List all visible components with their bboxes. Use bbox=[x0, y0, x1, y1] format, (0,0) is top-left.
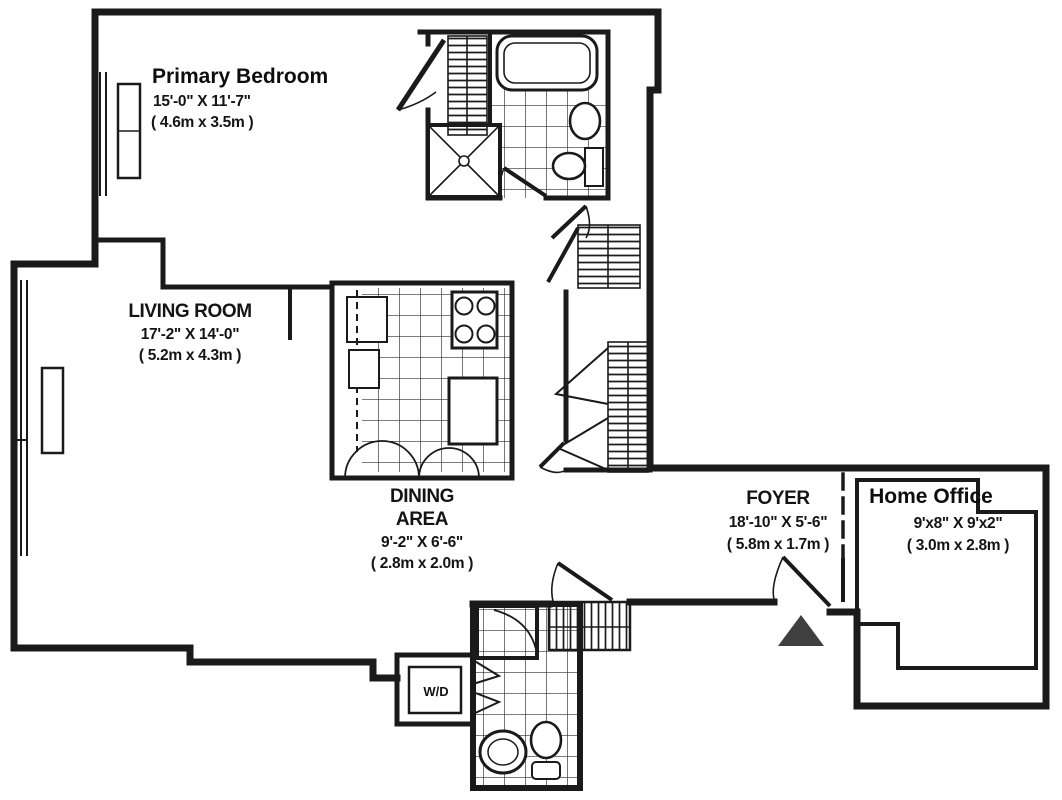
living-room-window bbox=[14, 280, 28, 556]
walk-in-closet bbox=[447, 35, 488, 136]
dining-area-dim-m: ( 2.8m x 2.0m ) bbox=[371, 555, 473, 572]
home-office-inner-walls bbox=[855, 478, 1038, 670]
room-labels: Primary Bedroom 15'-0" X 11'-7" ( 4.6m x… bbox=[128, 65, 1009, 699]
burner bbox=[454, 296, 474, 316]
refrigerator bbox=[447, 376, 499, 446]
kitchen-sink bbox=[348, 349, 380, 389]
bathroom2-fixtures bbox=[472, 604, 563, 780]
dining-area-name2: AREA bbox=[396, 509, 449, 530]
primary-bedroom-name: Primary Bedroom bbox=[152, 65, 328, 88]
bathroom1-fixtures bbox=[426, 34, 604, 199]
hall-foyer-door bbox=[538, 441, 567, 474]
bathtub bbox=[495, 34, 599, 92]
entry-marker-triangle bbox=[778, 615, 824, 646]
shower2-door-arc bbox=[493, 609, 538, 655]
windows bbox=[14, 72, 142, 556]
outer-wall-top-right bbox=[91, 8, 1050, 710]
closet-bifold-door bbox=[553, 347, 609, 405]
bedroom-window bbox=[99, 72, 107, 196]
hall-closet-upper-door bbox=[546, 227, 580, 283]
home-office-label: Home Office 9'x8" X 9'x2" ( 3.0m x 2.8m … bbox=[869, 485, 1009, 554]
dining-area-name1: DINING bbox=[390, 486, 454, 507]
hall-closet-upper bbox=[577, 224, 641, 289]
shower-stall bbox=[426, 123, 502, 199]
living-room-column bbox=[40, 366, 65, 455]
outer-walls bbox=[10, 8, 1050, 710]
foyer-dim-m: ( 5.8m x 1.7m ) bbox=[727, 536, 829, 553]
foyer-name: FOYER bbox=[746, 488, 810, 509]
outer-wall-left-bottom bbox=[10, 8, 401, 682]
foyer-dim-ft: 18'-10" X 5'-6" bbox=[729, 514, 828, 531]
laundry-closet-walls bbox=[394, 652, 476, 727]
foyer-closet-door bbox=[551, 561, 614, 602]
bathroom2-toilet bbox=[529, 720, 563, 780]
primary-bedroom-dim-ft: 15'-0" X 11'-7" bbox=[153, 93, 251, 110]
washer-dryer-label: W/D bbox=[423, 684, 448, 699]
kitchen-walls bbox=[329, 280, 515, 481]
bedroom-wardrobe bbox=[116, 82, 142, 180]
foyer-label: FOYER 18'-10" X 5'-6" ( 5.8m x 1.7m ) bbox=[727, 488, 830, 553]
kitchen-fixtures bbox=[346, 290, 499, 452]
closets bbox=[447, 35, 649, 652]
kitchen-swing-doors bbox=[344, 440, 480, 479]
bedroom-closet-door bbox=[395, 38, 447, 112]
burner bbox=[476, 324, 496, 344]
burner bbox=[476, 296, 496, 316]
dining-area-label: DINING AREA 9'-2" X 6'-6" ( 2.8m x 2.0m … bbox=[371, 486, 474, 572]
shower2 bbox=[475, 604, 539, 660]
dining-area-dim-ft: 9'-2" X 6'-6" bbox=[381, 534, 463, 551]
bedroom-livingroom-wall bbox=[92, 237, 335, 290]
entry-door bbox=[772, 555, 832, 608]
bathroom2-sink bbox=[478, 729, 528, 775]
kitchen-counter bbox=[346, 296, 388, 343]
bedroom-hall-door bbox=[550, 204, 591, 240]
home-office-dim-m: ( 3.0m x 2.8m ) bbox=[907, 537, 1009, 554]
living-room-label: LIVING ROOM 17'-2" X 14'-0" ( 5.2m x 4.3… bbox=[128, 301, 252, 364]
home-office-name: Home Office bbox=[869, 485, 993, 508]
living-room-name: LIVING ROOM bbox=[128, 301, 251, 322]
shower-drain bbox=[458, 155, 470, 167]
foyer-closet bbox=[547, 600, 632, 652]
washer-dryer-unit bbox=[407, 665, 463, 715]
bathroom1-sink bbox=[568, 101, 602, 141]
living-room-dim-ft: 17'-2" X 14'-0" bbox=[141, 326, 240, 343]
stove bbox=[450, 290, 499, 350]
bathroom1-toilet bbox=[551, 147, 604, 187]
living-room-dim-m: ( 5.2m x 4.3m ) bbox=[139, 347, 241, 364]
laundry-bifold-doors bbox=[472, 659, 502, 715]
primary-bedroom-label: Primary Bedroom 15'-0" X 11'-7" ( 4.6m x… bbox=[151, 65, 328, 131]
home-office-dim-ft: 9'x8" X 9'x2" bbox=[914, 515, 1003, 532]
hall-closet-lower bbox=[553, 341, 649, 473]
doors bbox=[344, 38, 832, 608]
primary-bedroom-dim-m: ( 4.6m x 3.5m ) bbox=[151, 114, 253, 131]
burner bbox=[454, 324, 474, 344]
bathroom1-door bbox=[499, 166, 548, 198]
